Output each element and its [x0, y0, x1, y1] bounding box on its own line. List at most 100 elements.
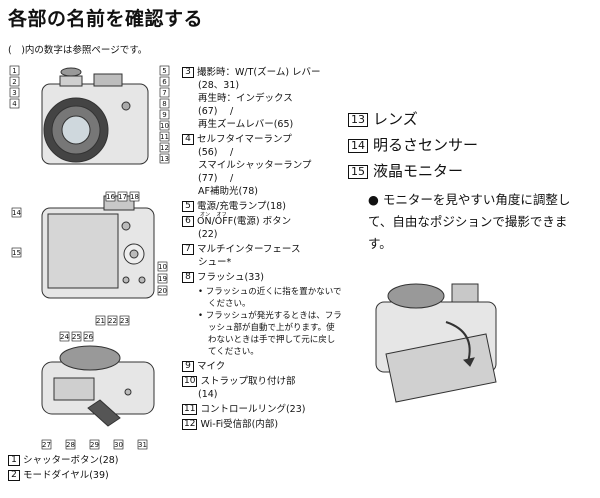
callout-box [159, 65, 170, 76]
callout-number: 24 [60, 333, 69, 341]
callout-number: 3 [12, 89, 16, 97]
item-text: セルフタイマーランプ [197, 134, 292, 145]
callout-number: 20 [158, 287, 167, 295]
item-number: 9 [182, 361, 194, 372]
item-number: 10 [182, 376, 198, 387]
flash-note: • フラッシュの近くに指を置かないでください。 [198, 287, 342, 309]
page-subtitle: ( )内の数字は参照ページです。 [8, 45, 148, 56]
callout-number: 12 [160, 144, 169, 152]
callout-number: 22 [108, 317, 117, 325]
item-text: スマイルシャッターランプ [198, 160, 312, 171]
callout-box [9, 76, 20, 87]
callout-box [129, 191, 140, 202]
item-number: 1 [8, 455, 20, 466]
callout-number: 27 [42, 441, 51, 449]
callout-box [159, 120, 170, 131]
callout-number: 13 [160, 155, 169, 163]
item-text: 液晶モニター [373, 162, 464, 180]
item-text: ストラップ取り付け部 [200, 376, 296, 387]
item-number: 14 [348, 138, 368, 153]
item-text: AF補助光(78) [198, 186, 258, 197]
callout-number: 1 [12, 67, 16, 75]
callout-number: 9 [162, 111, 166, 119]
ruby-text: オン オフ [200, 212, 227, 218]
callout-number: 5 [162, 67, 166, 75]
callout-number: 30 [114, 441, 123, 449]
item-text: 電源/充電ランプ(18) [197, 201, 286, 212]
callout-box [107, 315, 118, 326]
callout-box [159, 153, 170, 164]
item-text: 再生ズームレバー(65) [198, 119, 294, 130]
item-number: 4 [182, 134, 194, 145]
callout-box [159, 87, 170, 98]
callout-box [113, 439, 124, 450]
callout-number: 8 [162, 100, 166, 108]
callout-box [71, 331, 82, 342]
item-text: コントロールリング(23) [200, 404, 306, 415]
item-number: 2 [8, 470, 20, 481]
item-text: 明るさセンサー [373, 136, 479, 154]
callout-box [159, 109, 170, 120]
callout-number: 25 [72, 333, 81, 341]
callout-box [41, 439, 52, 450]
callout-number: 31 [138, 441, 147, 449]
item-text: フラッシュ(33) [197, 272, 265, 283]
item-number: 5 [182, 201, 194, 212]
callout-box [11, 247, 22, 258]
callout-box [157, 261, 168, 272]
callout-number: 21 [96, 317, 105, 325]
callout-number: 18 [130, 193, 139, 201]
callout-box [159, 98, 170, 109]
callout-number: 4 [12, 100, 17, 108]
item-text: (77) / [198, 173, 234, 184]
item-number: 7 [182, 244, 194, 255]
callout-box [9, 87, 20, 98]
callout-number: 15 [12, 249, 21, 257]
callout-number: 2 [12, 78, 16, 86]
callout-number: 10 [160, 122, 169, 130]
callout-number: 16 [106, 193, 115, 201]
callout-box [159, 142, 170, 153]
callout-box [11, 207, 22, 218]
callout-number: 23 [120, 317, 129, 325]
callout-number: 28 [66, 441, 75, 449]
callout-box [89, 439, 100, 450]
item-text: シュー* [198, 257, 232, 268]
item-text: マイク [197, 361, 226, 372]
item-text: (14) [198, 389, 218, 400]
callout-box [59, 331, 70, 342]
callout-number: 14 [12, 209, 21, 217]
callout-box [117, 191, 128, 202]
page-title: 各部の名前を確認する [8, 8, 204, 30]
callout-number: 26 [84, 333, 93, 341]
item-number: 8 [182, 272, 194, 283]
callout-number: 17 [118, 193, 127, 201]
item-text: (67) / [198, 106, 234, 117]
note-text: モニターを見やすい角度に調整して、自由なポジションで撮影できます。 [368, 192, 571, 251]
callout-box [95, 315, 106, 326]
callout-box [83, 331, 94, 342]
list-item: 14 明るさセンサー [348, 132, 478, 158]
item-text: ON/OFF(電源) ボタン [197, 216, 292, 227]
callout-box [9, 98, 20, 109]
callout-number: 7 [162, 89, 166, 97]
callout-box [9, 65, 20, 76]
callout-box [119, 315, 130, 326]
item-number: 11 [182, 404, 198, 415]
item-number: 12 [182, 419, 198, 430]
